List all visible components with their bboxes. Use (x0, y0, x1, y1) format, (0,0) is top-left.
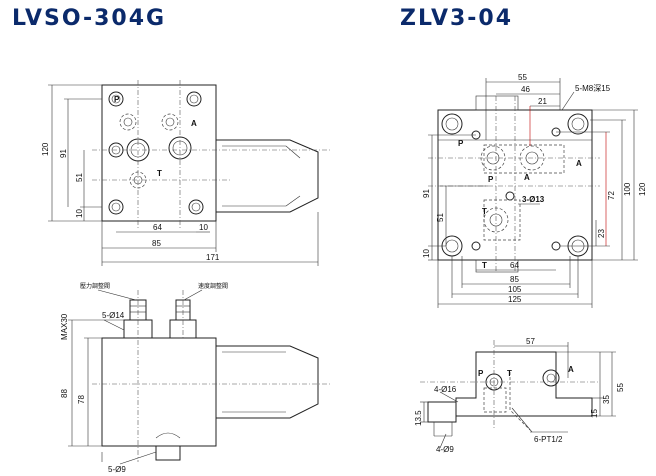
port-a-left: A (191, 119, 197, 128)
dim-10-right: 10 (422, 249, 431, 258)
dim-46-right: 46 (521, 85, 530, 94)
dim-64-right: 64 (510, 261, 519, 270)
dim-120-left: 120 (41, 142, 50, 156)
dim-120-right: 120 (638, 182, 647, 196)
dim-15-right: 15 (590, 409, 599, 418)
label-speed-valve: 速度調整閥 (198, 282, 228, 290)
label-5-d9: 5-Ø9 (108, 465, 126, 474)
label-pressure-valve: 壓力調整閥 (80, 282, 110, 290)
dim-13-5-right: 13.5 (414, 410, 423, 426)
dim-72-right: 72 (607, 191, 616, 200)
dim-85-left: 85 (152, 239, 161, 248)
title-zlv3-04: ZLV3-04 (400, 6, 514, 31)
dim-91-right: 91 (422, 189, 431, 198)
dim-35-right: 35 (602, 395, 611, 404)
port-p-side: P (478, 369, 484, 378)
port-p1-right: P (458, 139, 464, 148)
dim-171-left: 171 (206, 253, 220, 262)
dim-55-side-right: 55 (616, 383, 625, 392)
dim-51-left: 51 (75, 173, 84, 182)
label-4-d16: 4-Ø16 (434, 385, 457, 394)
dim-125-right: 125 (508, 295, 522, 304)
label-5-m8: 5-M8深15 (575, 84, 611, 93)
port-a1-right: A (576, 159, 582, 168)
dim-91-left: 91 (59, 149, 68, 158)
dim-88-left: 88 (60, 389, 69, 398)
lvso-side-view (68, 289, 330, 465)
dim-64-left: 64 (153, 223, 162, 232)
dim-max30: MAX30 (60, 313, 69, 340)
dim-10-left: 10 (75, 209, 84, 218)
label-6-pt12: 6-PT1/2 (534, 435, 563, 444)
port-t1-right: T (482, 207, 487, 216)
port-a-side: A (568, 365, 574, 374)
title-lvso-304g: LVSO-304G (12, 6, 167, 31)
port-t2-right: T (482, 261, 487, 270)
dim-100-right: 100 (623, 182, 632, 196)
port-a2-right: A (524, 173, 530, 182)
dim-51-right: 51 (436, 213, 445, 222)
label-5-d14: 5-Ø14 (102, 311, 125, 320)
dim-10b-left: 10 (199, 223, 208, 232)
port-p2-right: P (488, 175, 494, 184)
port-p-left: P (114, 95, 120, 104)
dim-105-right: 105 (508, 285, 522, 294)
port-t-left: T (157, 169, 162, 178)
dim-21-right: 21 (538, 97, 547, 106)
dim-57-right: 57 (526, 337, 535, 346)
zlv-plan-view (428, 78, 638, 308)
dim-85-right: 85 (510, 275, 519, 284)
lvso-plan-view (48, 80, 330, 266)
label-3-d13: 3-Ø13 (522, 195, 545, 204)
dim-23-right: 23 (597, 229, 606, 238)
zlv-side-view (420, 340, 616, 449)
dim-78-left: 78 (77, 395, 86, 404)
label-4-d9: 4-Ø9 (436, 445, 454, 454)
port-t-side: T (507, 369, 512, 378)
dim-55-right: 55 (518, 73, 527, 82)
